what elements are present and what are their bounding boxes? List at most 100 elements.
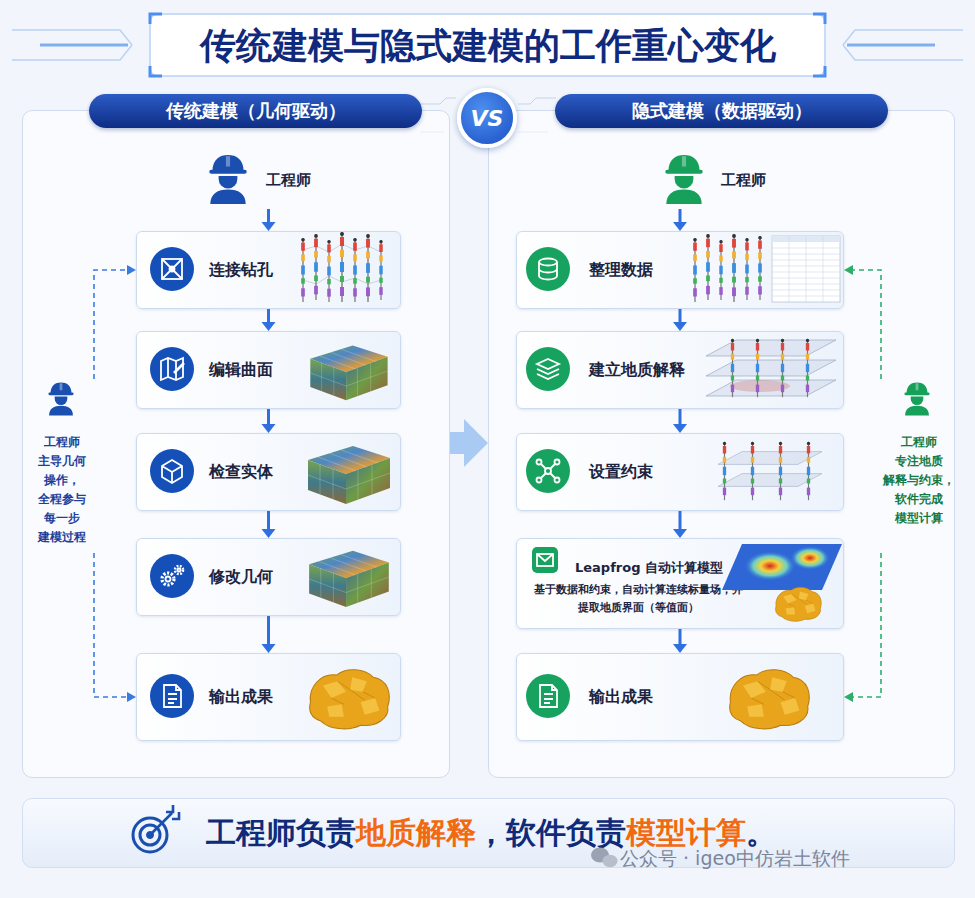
drill-hole — [758, 236, 762, 300]
step-heading: Leapfrog 自动计算模型 — [575, 559, 723, 577]
icon-part — [162, 259, 182, 279]
role-note: 工程师 专注地质 解释与约束， 软件完成 模型计算 — [881, 379, 956, 553]
step-label: 编辑曲面 — [209, 360, 273, 381]
orebody-model — [730, 670, 810, 729]
flow-arrow — [673, 511, 687, 538]
arrow-head — [127, 265, 136, 275]
process-box: 编辑曲面 — [136, 331, 401, 409]
interpretation-illustration — [706, 339, 836, 397]
title-deco-bar — [40, 44, 935, 47]
connector-line — [852, 553, 881, 697]
icon-circle — [526, 247, 570, 291]
hole-link — [303, 244, 381, 252]
connector-line — [267, 616, 270, 645]
geo-plane — [706, 340, 836, 356]
drill-hole — [366, 234, 370, 302]
icon-circle — [150, 674, 194, 718]
drill-hole — [731, 339, 734, 397]
icon-circle — [150, 347, 194, 391]
data-table — [772, 236, 840, 302]
wechat-bubble — [591, 848, 609, 863]
flow-arrow — [94, 265, 136, 379]
geometry-model — [309, 551, 389, 607]
flow-arrow — [844, 553, 881, 702]
icon-glyphs — [537, 259, 560, 708]
drill-hole — [327, 240, 331, 302]
constraint-icon — [537, 460, 560, 483]
connector-line — [267, 511, 270, 530]
surface-model — [310, 346, 387, 401]
icon-part — [555, 478, 560, 483]
icon-part — [161, 358, 183, 380]
icon-glyphs — [161, 259, 184, 707]
comparison-panel: 隐式建模（数据驱动）工程师整理数据建立地质解释设置约束Leapfrog 自动计算… — [488, 110, 955, 778]
drill-hole — [732, 234, 736, 302]
process-box: Leapfrog 自动计算模型基于数据和约束，自动计算连续标量场，并提取地质界面… — [516, 538, 844, 629]
flow-arrow — [673, 629, 687, 653]
icon-part — [166, 577, 171, 582]
flow-arrow — [673, 409, 687, 433]
drill-hole — [751, 442, 754, 500]
data-table-grid — [772, 236, 840, 302]
wechat-icon — [591, 848, 618, 868]
step-icons-right — [526, 247, 570, 718]
arrow-head — [844, 265, 853, 275]
drill-hole — [745, 238, 749, 300]
connector-line — [267, 209, 270, 223]
scalar-field-illustration — [722, 544, 842, 621]
drill-hole — [756, 339, 759, 397]
connector-line — [679, 511, 682, 530]
icon-part — [162, 259, 182, 279]
icon-circle — [526, 347, 570, 391]
arrow-head — [464, 419, 488, 467]
icon-part — [539, 259, 557, 266]
transition-arrow — [450, 419, 488, 467]
step-label: 整理数据 — [589, 260, 653, 281]
field-hotspot — [790, 546, 830, 570]
drill-hole — [314, 234, 318, 300]
process-box: 输出成果 — [516, 653, 844, 741]
arrow-head — [844, 692, 853, 702]
drill-hole — [693, 238, 697, 302]
flow-arrow — [844, 265, 881, 379]
field-plane — [722, 544, 842, 590]
drill-hole — [379, 240, 382, 300]
drill-hole — [719, 240, 722, 300]
orebody-model — [310, 670, 390, 729]
engineer-icons — [48, 155, 929, 415]
process-box: 设置约束 — [516, 433, 844, 511]
panel-heading: 传统建模（几何驱动） — [89, 94, 422, 128]
target-ring — [140, 825, 160, 845]
icon-part — [537, 554, 553, 561]
surface-icon — [161, 358, 184, 380]
engineer-role: 工程师 — [201, 151, 326, 209]
flow-arrow — [673, 209, 687, 231]
connector-line — [267, 309, 270, 323]
drill-hole — [340, 232, 344, 302]
step-label: 检查实体 — [209, 462, 273, 483]
text-run: ，软件负责 — [476, 815, 626, 850]
flow-arrow — [262, 409, 276, 433]
icon-circle — [150, 247, 194, 291]
step-label: 修改几何 — [209, 567, 273, 588]
note-text: 工程师 主导几何 操作， 全程参与 每一步 建模过程 — [29, 433, 94, 547]
summary-text: 工程师负责地质解释，软件负责模型计算。 — [206, 813, 776, 854]
drill-hole — [781, 339, 784, 397]
connector-line — [94, 553, 128, 697]
target-center — [147, 832, 154, 839]
icon-part — [555, 460, 560, 465]
geo-plane — [718, 474, 822, 487]
icon-part — [537, 478, 542, 483]
step-label: 输出成果 — [209, 687, 273, 708]
drill-hole — [806, 339, 809, 397]
transition-arrow-body — [450, 432, 465, 454]
process-box: 整理数据 — [516, 231, 844, 309]
engineer-icon — [665, 155, 702, 204]
connector-line — [679, 409, 682, 425]
flow-arrow — [262, 511, 276, 538]
solid-model — [308, 446, 390, 504]
step-description: 基于数据和约束，自动计算连续标量场，并提取地质界面（等值面） — [533, 581, 743, 617]
comparison-panel: 传统建模（几何驱动）工程师连接钻孔编辑曲面检查实体修改几何输出成果工程师 主导几… — [22, 110, 450, 778]
arrow-head — [262, 424, 276, 433]
step-label: 设置约束 — [589, 462, 653, 483]
